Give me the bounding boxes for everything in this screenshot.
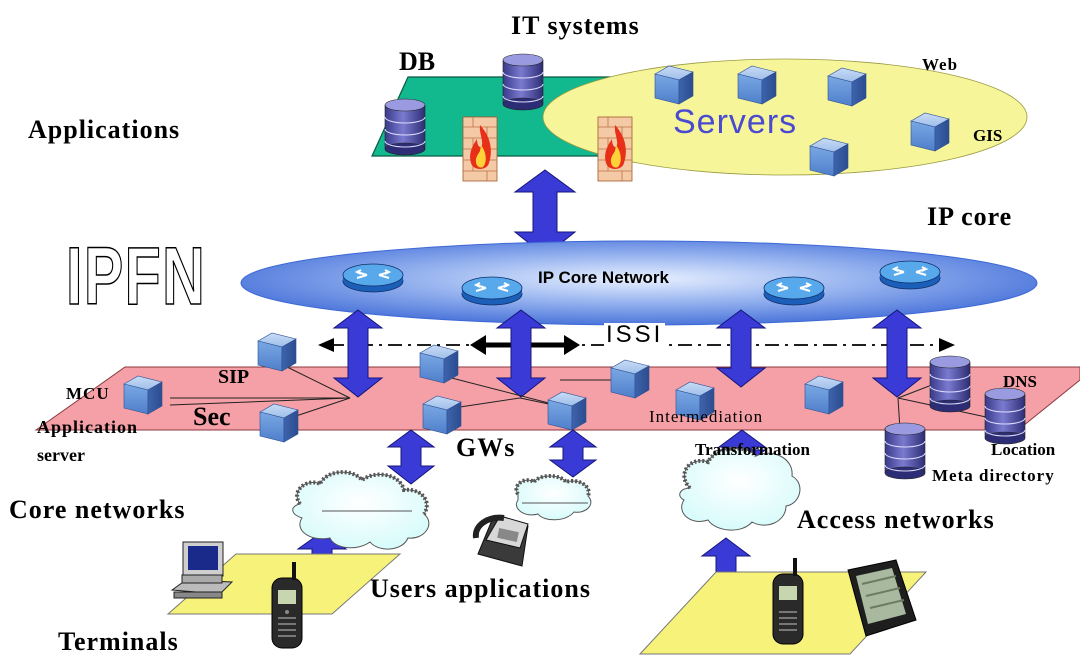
users-applications-label: Users applications (370, 574, 591, 603)
ipfn-label: IPFN (65, 231, 207, 322)
mcu-cube-icon (123, 375, 163, 415)
location-db-icon (984, 387, 1026, 445)
mobile-phone-icon (271, 562, 303, 649)
sip-cube-icon (257, 332, 297, 372)
small-cloud (514, 474, 592, 521)
gateway-cube-icon (422, 395, 462, 435)
transformation-label: Transformation (695, 440, 810, 459)
it-db-icon (502, 53, 544, 111)
access-network-cloud (679, 446, 801, 531)
mobile-phone-icon-2 (772, 558, 804, 645)
dns-label: DNS (1003, 372, 1038, 391)
transformation-cube-icon (804, 375, 844, 415)
issi-label: ISSI (604, 321, 666, 348)
servers-label: Servers (673, 103, 798, 141)
applications-label: Applications (28, 115, 181, 144)
firewall-icon-2 (597, 116, 633, 182)
core-network-cloud (292, 470, 430, 550)
ip-core-label: IP core (927, 202, 1013, 231)
gateway-cube-icon (547, 391, 587, 431)
firewall-icon-1 (462, 116, 498, 182)
desktop-computer-icon (170, 541, 234, 599)
gateway-cube-icon (419, 344, 459, 384)
web-server-cube-icon (827, 67, 867, 107)
sec-cube-icon (259, 403, 299, 443)
router-icon (763, 276, 825, 306)
location-label: Location (991, 440, 1056, 459)
core-plane-arrows (332, 309, 923, 398)
web-label: Web (922, 55, 959, 74)
core-networks-label: Core networks (9, 495, 186, 524)
server-cube-icon (737, 65, 777, 105)
router-icon (342, 263, 404, 293)
dns-db-icon (929, 355, 971, 413)
gis-label: GIS (973, 126, 1003, 145)
desk-phone-icon (472, 514, 529, 567)
terminals-label: Terminals (58, 627, 179, 656)
sec-label: Sec (193, 402, 231, 431)
mcu-label: MCU (66, 384, 110, 403)
db-label: DB (399, 47, 436, 76)
router-icon (461, 276, 523, 306)
intermediation-label: Intermediation (649, 407, 764, 426)
application-server-label-line2: server (37, 445, 85, 465)
application-server-label-line1: Application (37, 417, 139, 437)
access-networks-label: Access networks (797, 505, 995, 534)
ip-core-network-label: IP Core Network (538, 268, 670, 287)
meta-directory-db-icon (884, 422, 926, 480)
gis-server-cube-icon (910, 112, 950, 152)
meta-directory-label: Meta directory (932, 466, 1055, 485)
router-icon (879, 260, 941, 290)
gateway-cube-icon (610, 359, 650, 399)
sip-label: SIP (218, 366, 250, 388)
it-systems-label: IT systems (511, 11, 640, 40)
server-cube-icon (654, 65, 694, 105)
gws-label: GWs (456, 433, 516, 462)
it-db-icon-2 (384, 98, 426, 156)
server-cube-icon (809, 137, 849, 177)
pda-icon (847, 559, 917, 637)
